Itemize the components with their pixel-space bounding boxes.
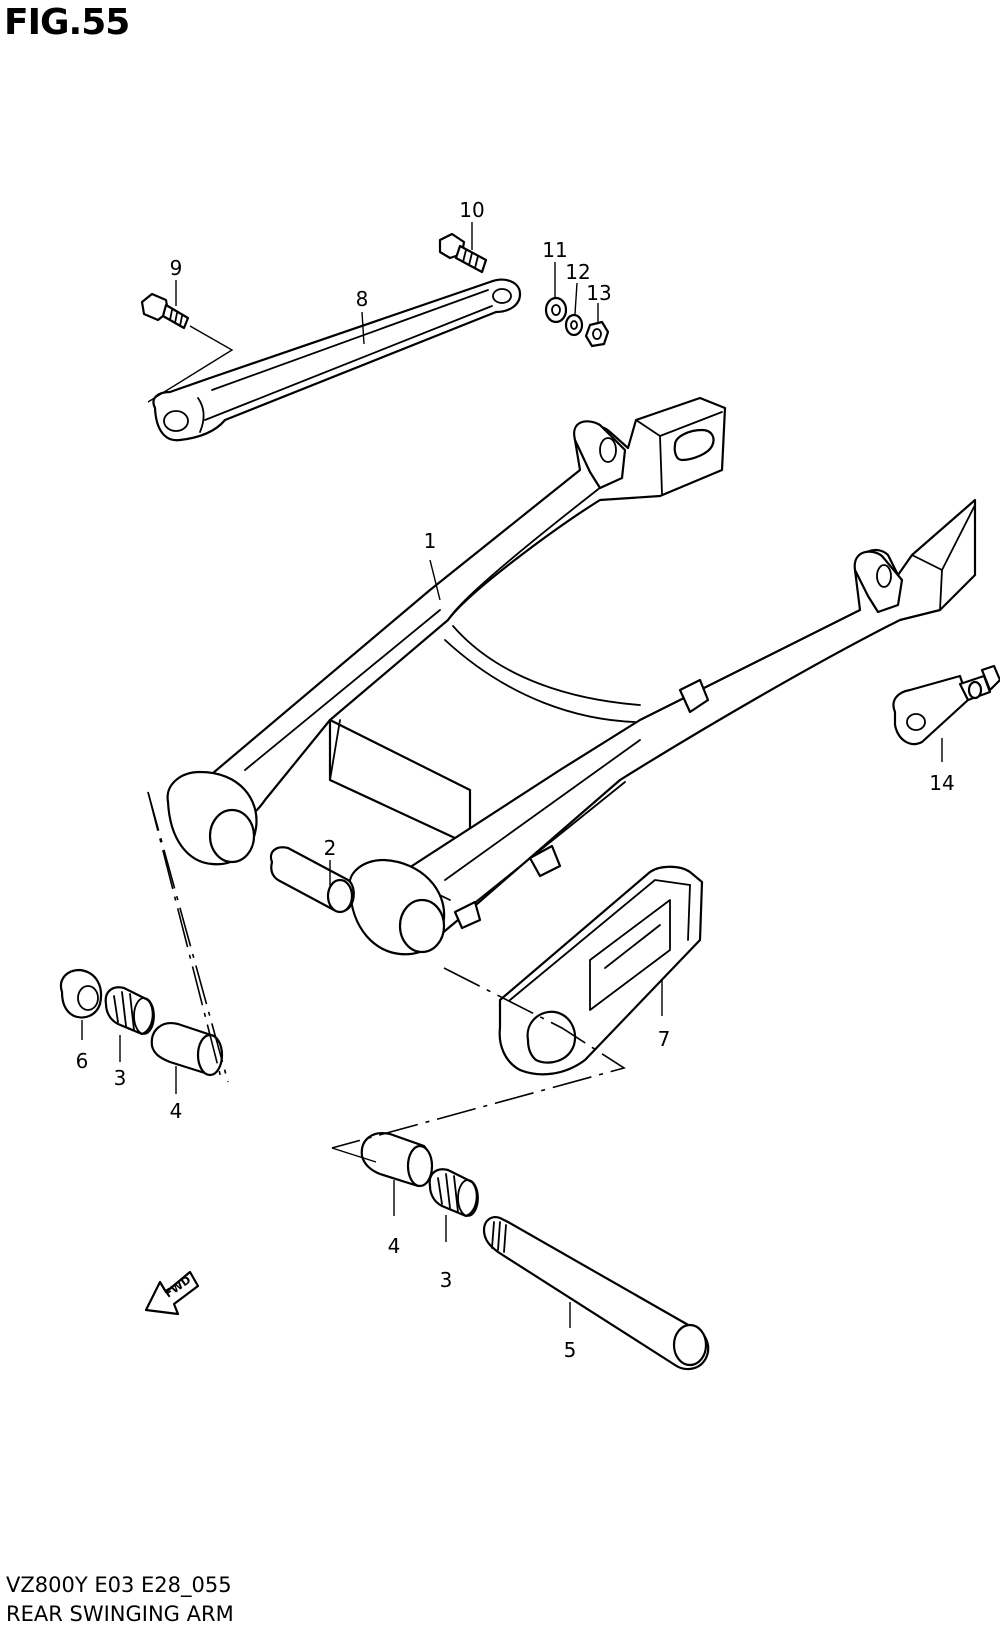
callout-label: 3 xyxy=(114,1066,127,1090)
callout-2: 2 xyxy=(324,836,337,886)
callout-9: 9 xyxy=(170,256,183,306)
part-nut-6 xyxy=(59,968,103,1019)
callout-label: 1 xyxy=(424,529,437,553)
callout-label: 4 xyxy=(388,1234,401,1258)
callout-label: 11 xyxy=(542,238,567,262)
callout-label: 13 xyxy=(586,281,611,305)
part-chain-case xyxy=(498,865,704,1076)
callout-12: 12 xyxy=(565,260,591,315)
assembly-line-shaft xyxy=(331,967,626,1149)
callout-label: 5 xyxy=(564,1338,577,1362)
part-swinging-arm xyxy=(166,396,977,956)
part-bush-4-left xyxy=(150,1022,224,1077)
leader-shaft-offset xyxy=(331,1147,377,1163)
part-washer-12 xyxy=(564,313,584,337)
callout-3-lower: 3 xyxy=(440,1215,453,1292)
callout-4-lower: 4 xyxy=(388,1180,401,1258)
figure-name: REAR SWINGING ARM xyxy=(6,1602,234,1626)
callout-6: 6 xyxy=(76,1020,89,1073)
part-bush-4-lower xyxy=(360,1132,434,1188)
part-chain-adjuster xyxy=(892,664,1000,746)
callout-label: 9 xyxy=(170,256,183,280)
callout-label: 8 xyxy=(356,287,369,311)
figure-title: FIG.55 xyxy=(4,2,130,43)
callout-label: 14 xyxy=(929,771,954,795)
callout-label: 12 xyxy=(565,260,590,284)
callout-label: 4 xyxy=(170,1099,183,1123)
callout-7: 7 xyxy=(658,980,671,1051)
callout-label: 2 xyxy=(324,836,337,860)
callout-1: 1 xyxy=(424,529,441,601)
callout-4-left: 4 xyxy=(170,1066,183,1123)
callout-14: 14 xyxy=(929,738,955,795)
callout-10: 10 xyxy=(459,198,485,250)
callout-label: 3 xyxy=(440,1268,453,1292)
callout-11: 11 xyxy=(542,238,568,298)
callout-5: 5 xyxy=(564,1302,577,1362)
part-bearing-3-lower xyxy=(428,1168,479,1218)
callout-label: 6 xyxy=(76,1049,89,1073)
callout-8: 8 xyxy=(356,287,369,345)
part-bolt-10 xyxy=(438,232,488,274)
part-bearing-3-left xyxy=(104,986,155,1036)
part-bolt-9 xyxy=(140,292,190,330)
figure-model-code: VZ800Y E03 E28_055 xyxy=(6,1573,232,1597)
part-nut-13 xyxy=(584,320,610,348)
leader-torque-rod-bolt xyxy=(147,325,234,403)
part-torque-rod xyxy=(152,278,522,442)
callout-label: 7 xyxy=(658,1027,671,1051)
callout-label: 10 xyxy=(459,198,484,222)
assembly-line-left-pivot xyxy=(147,791,229,1083)
callout-3-left: 3 xyxy=(114,1035,127,1090)
callout-13: 13 xyxy=(586,281,612,322)
part-pivot-shaft xyxy=(482,1216,710,1371)
fwd-arrow-icon: FWD xyxy=(144,1270,200,1316)
part-spacer-2 xyxy=(269,846,355,914)
assembly-line-left-stack xyxy=(147,791,223,1083)
part-washer-11 xyxy=(544,296,568,324)
